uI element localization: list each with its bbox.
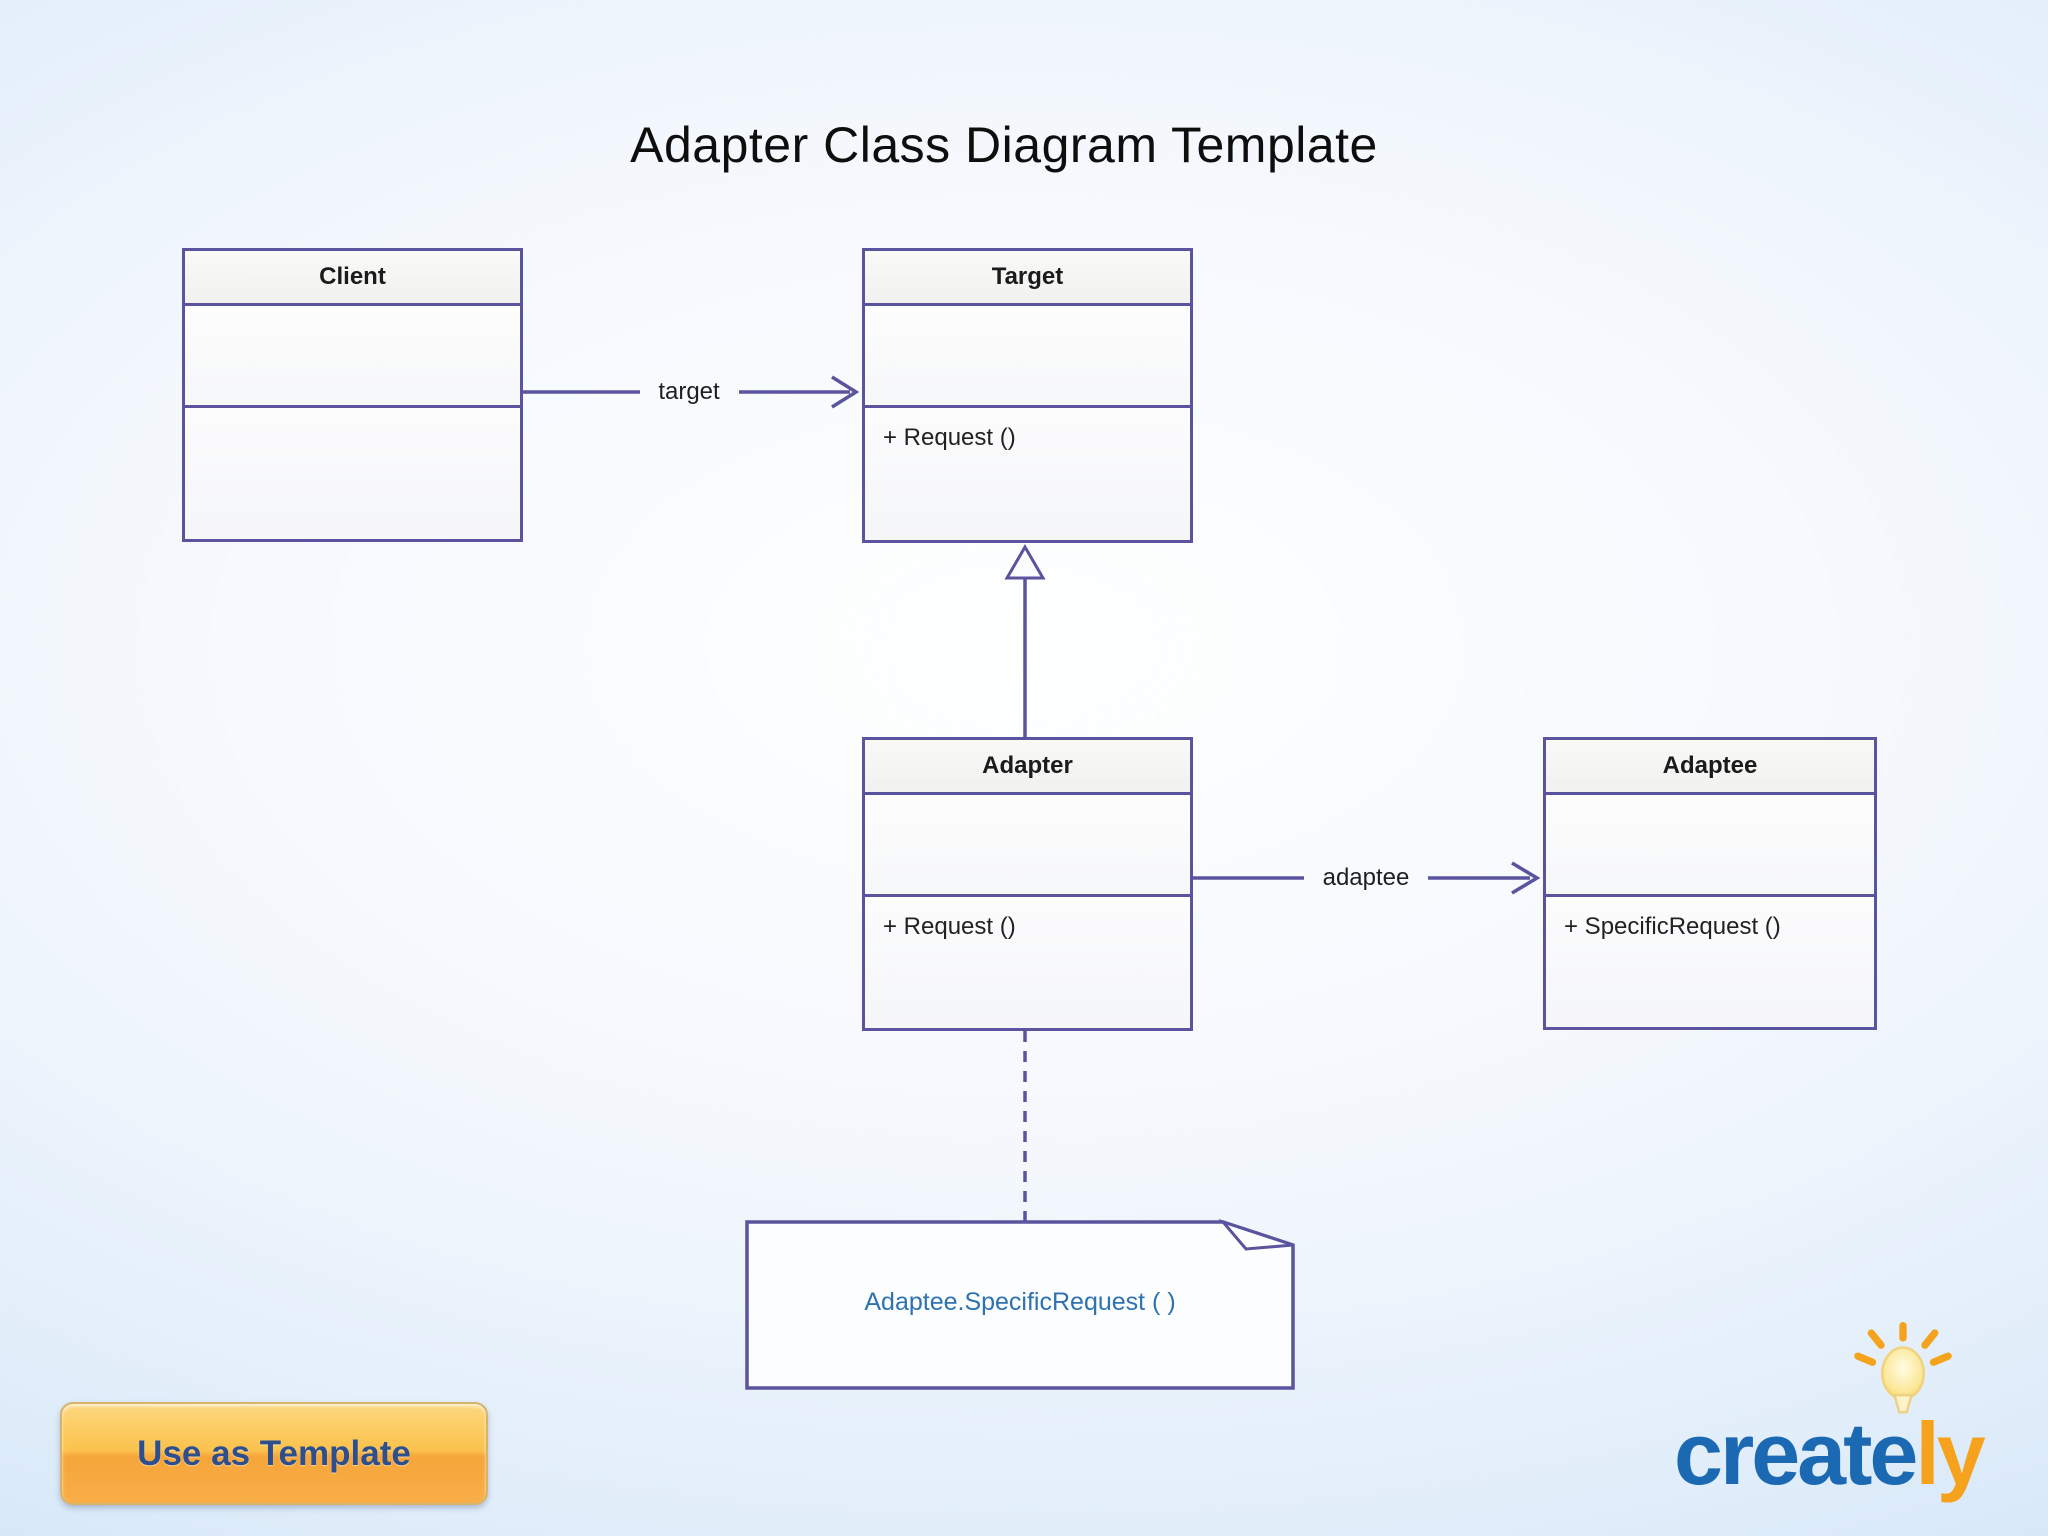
class-client: Client: [182, 248, 523, 542]
class-adapter: Adapter + Request (): [862, 737, 1193, 1031]
association-target-label: target: [658, 378, 720, 405]
class-adapter-name: Adapter: [865, 740, 1190, 795]
class-target: Target + Request (): [862, 248, 1193, 543]
class-adapter-attributes: [865, 795, 1190, 897]
generalization-arrow: [1004, 544, 1046, 737]
logo-text-ly: ly: [1915, 1404, 1985, 1503]
lightbulb-icon: [1854, 1322, 1952, 1414]
note-text: Adaptee.SpecificRequest ( ): [864, 1288, 1176, 1316]
class-target-name: Target: [865, 251, 1190, 306]
class-target-operations: + Request (): [865, 408, 1190, 540]
class-client-attributes: [185, 306, 520, 408]
association-target-arrow: [523, 375, 860, 409]
class-client-name: Client: [185, 251, 520, 306]
logo-text-create: create: [1674, 1404, 1918, 1503]
class-adaptee-attributes: [1546, 795, 1874, 897]
class-adaptee-operations: + SpecificRequest (): [1546, 897, 1874, 1027]
class-client-operations: [185, 408, 520, 539]
class-adapter-operations: + Request (): [865, 897, 1190, 1028]
creately-logo-text: creately: [1674, 1407, 1986, 1500]
association-adaptee-arrow: [1193, 861, 1541, 895]
use-as-template-button[interactable]: Use as Template: [60, 1402, 488, 1505]
creately-logo[interactable]: creately: [1660, 1322, 2040, 1527]
page-title: Adapter Class Diagram Template: [630, 117, 1378, 173]
class-adaptee-name: Adaptee: [1546, 740, 1874, 795]
class-adaptee: Adaptee + SpecificRequest (): [1543, 737, 1877, 1030]
note-shape: [745, 1218, 1295, 1390]
class-target-attributes: [865, 306, 1190, 408]
association-adaptee-label: adaptee: [1322, 864, 1410, 891]
